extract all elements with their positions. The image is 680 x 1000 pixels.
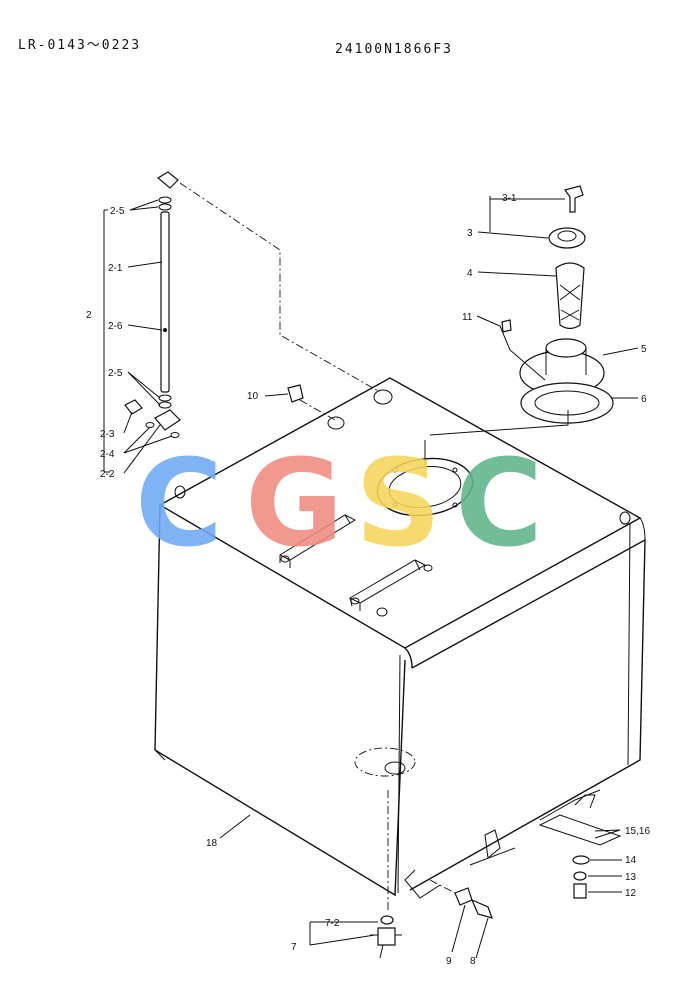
label-2-1: 2-1 — [108, 263, 123, 274]
header-serial-range: LR-0143〜0223 — [18, 38, 141, 53]
plug-10 — [264, 384, 336, 421]
washer-13 — [573, 871, 587, 881]
label-7: 7 — [291, 942, 297, 953]
top-bracket-2 — [348, 559, 427, 604]
label-4: 4 — [467, 268, 473, 279]
label-3-1: 3-1 — [502, 193, 517, 204]
watermark-logo: C G S C — [135, 435, 543, 574]
mount-plate — [538, 814, 622, 846]
label-2-5a: 2-5 — [110, 206, 125, 217]
drain-valve — [377, 927, 396, 946]
label-12: 12 — [625, 888, 637, 899]
washer-14 — [572, 855, 590, 865]
label-2-5b: 2-5 — [108, 368, 123, 379]
label-3: 3 — [467, 228, 473, 239]
label-8: 8 — [470, 956, 476, 967]
watermark-letter-c1: C — [135, 435, 223, 574]
header-part-number: 24100N1866F3 — [335, 42, 453, 57]
bolt-12 — [573, 883, 587, 899]
label-7-2: 7-2 — [325, 918, 340, 929]
top-bracket-1 — [278, 514, 357, 561]
watermark-letter-g: G — [245, 435, 344, 574]
watermark-letter-c2: C — [455, 435, 543, 574]
top-port-1 — [373, 389, 393, 405]
top-port-2 — [327, 416, 345, 430]
gauge-tube — [160, 211, 170, 393]
label-6: 6 — [641, 394, 647, 405]
label-13: 13 — [625, 872, 637, 883]
gasket — [520, 382, 614, 424]
leader-18 — [219, 814, 251, 839]
label-2-4: 2-4 — [100, 449, 115, 460]
label-10: 10 — [247, 391, 259, 402]
drain-opening — [354, 747, 416, 777]
label-2: 2 — [86, 310, 92, 321]
cap-key — [564, 185, 584, 213]
level-gauge-assembly — [103, 171, 381, 474]
label-11: 11 — [462, 312, 473, 323]
drain-valve-assembly — [309, 790, 402, 959]
label-2-3: 2-3 — [100, 429, 115, 440]
watermark-letter-s: S — [355, 435, 441, 574]
label-5: 5 — [641, 344, 647, 355]
filler-cap — [548, 227, 586, 249]
callout-labels: 2-5 2-1 2 2-6 2-5 2-3 2-4 2-2 3-1 3 4 11… — [86, 193, 650, 967]
mount-hardware — [572, 829, 622, 899]
fittings-8-9 — [429, 879, 493, 959]
label-9: 9 — [446, 956, 452, 967]
label-15-16: 15,16 — [625, 826, 650, 837]
fill-opening — [376, 457, 474, 517]
label-2-2: 2-2 — [100, 469, 115, 480]
label-18: 18 — [206, 838, 218, 849]
tank-right-face — [409, 538, 646, 891]
breather-cap-assembly — [424, 185, 639, 468]
tank-left-face — [154, 504, 406, 897]
hydraulic-tank — [154, 377, 646, 899]
label-2-6: 2-6 — [108, 321, 123, 332]
tank-edge — [404, 647, 413, 669]
label-14: 14 — [625, 855, 637, 866]
strainer — [555, 262, 585, 330]
